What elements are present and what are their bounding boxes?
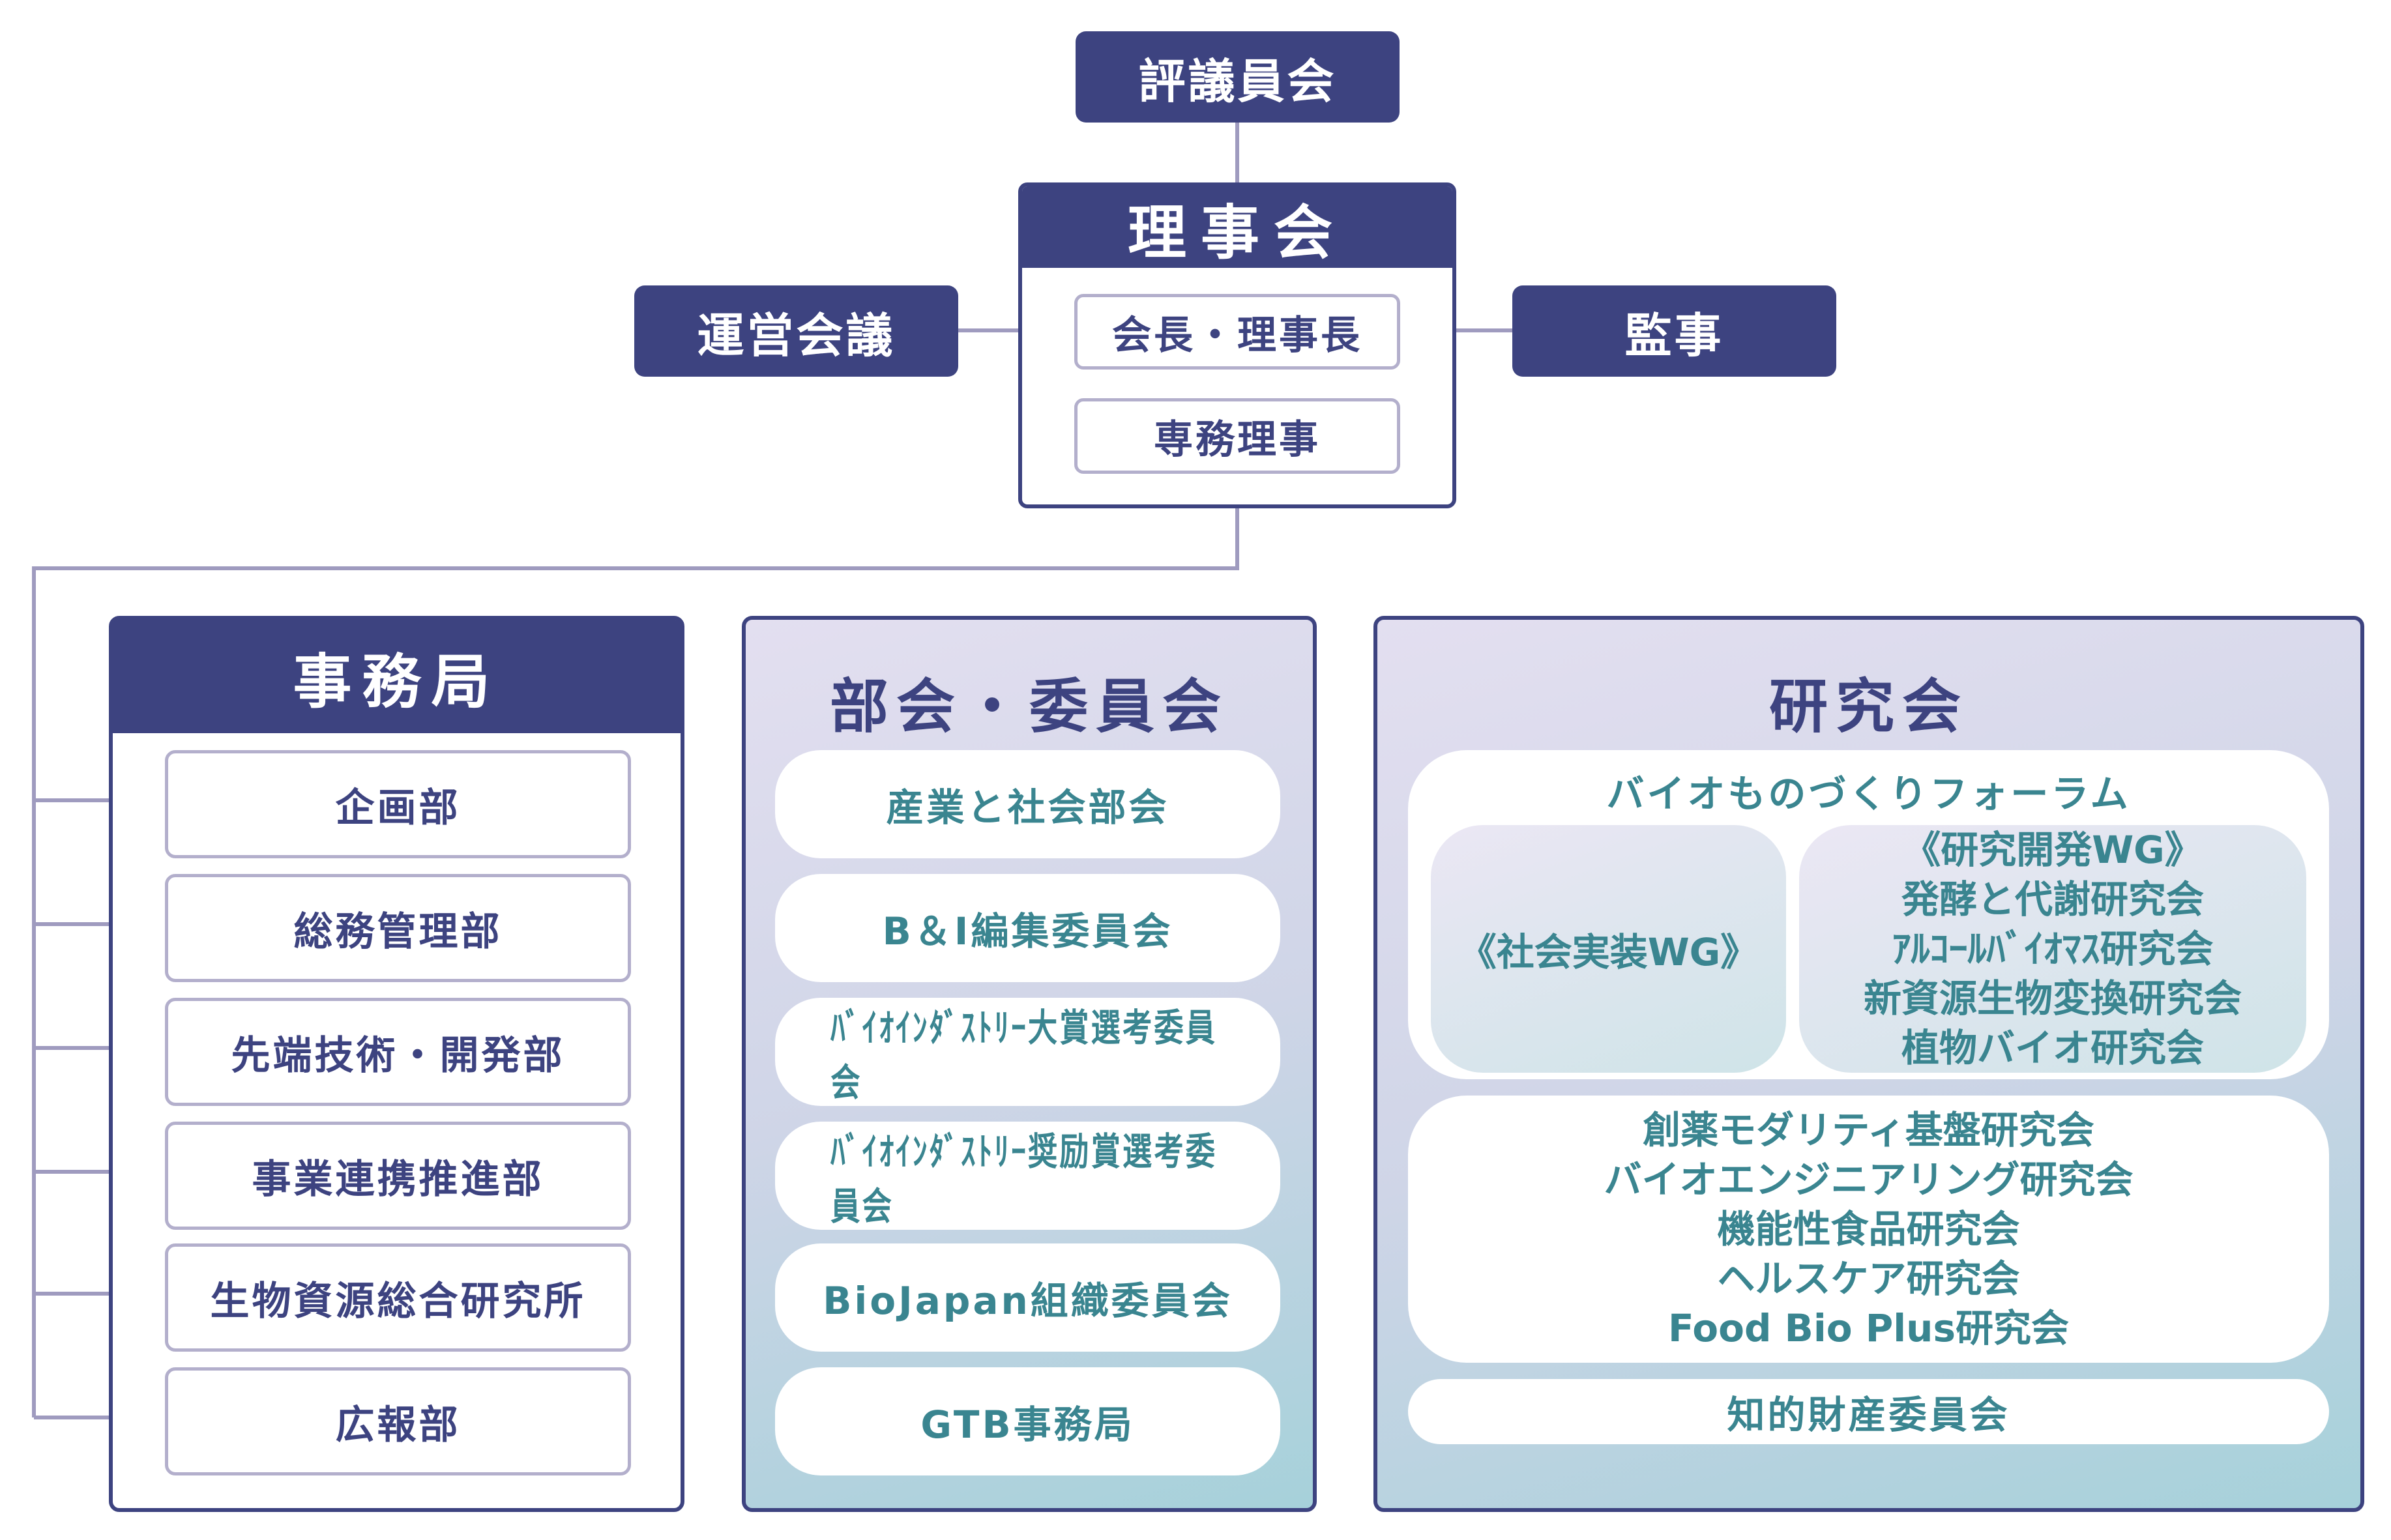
committee-gtb-secretariat: GTB事務局 <box>775 1367 1280 1475</box>
rd-group-item: ｱﾙｺｰﾙﾊﾞｲｵﾏｽ研究会 <box>1892 927 2214 971</box>
research-group-item: ヘルスケア研究会 <box>1717 1257 2020 1301</box>
forum-title: バイオものづくりフォーラム <box>1606 772 2131 816</box>
rd-group-item: 新資源生物変換研究会 <box>1863 976 2242 1021</box>
dept-public-relations: 広報部 <box>165 1367 631 1475</box>
dept-business-collaboration: 事業連携推進部 <box>165 1122 631 1230</box>
committee-bioindustry-grand-prize: ﾊﾞｲｵｲﾝﾀﾞｽﾄﾘｰ大賞選考委員会 <box>775 998 1280 1106</box>
research-groups-column: 研究会 バイオものづくりフォーラム 《社会実装WG》 《研究開発WG》 発酵と代… <box>1373 616 2364 1512</box>
board-member-chairman: 会長・理事長 <box>1074 294 1400 370</box>
dept-advanced-technology: 先端技術・開発部 <box>165 998 631 1106</box>
committee-bi-editorial: B＆I編集委員会 <box>775 874 1280 982</box>
board-title: 理事会 <box>1022 186 1452 268</box>
social-implementation-wg: 《社会実装WG》 <box>1431 825 1786 1073</box>
research-title: 研究会 <box>1769 673 1969 741</box>
committees-title: 部会・委員会 <box>830 673 1229 741</box>
dept-bioresource-institute: 生物資源総合研究所 <box>165 1243 631 1352</box>
rd-wg-title: 《研究開発WG》 <box>1903 828 2203 872</box>
connector-board-secretariat <box>32 508 1239 1417</box>
secretariat-column: 事務局 企画部 総務管理部 先端技術・開発部 事業連携推進部 生物資源総合研究所… <box>109 616 684 1512</box>
social-wg-label: 《社会実装WG》 <box>1458 930 1759 974</box>
board-of-directors: 理事会 会長・理事長 専務理事 <box>1018 182 1456 508</box>
research-group-item: バイオエンジニアリング研究会 <box>1604 1157 2134 1202</box>
bio-manufacturing-forum: バイオものづくりフォーラム 《社会実装WG》 《研究開発WG》 発酵と代謝研究会… <box>1408 750 2329 1079</box>
board-member-executive-director: 専務理事 <box>1074 398 1400 474</box>
research-group-item: Food Bio Plus研究会 <box>1667 1306 2069 1350</box>
committee-industry-society: 産業と社会部会 <box>775 750 1280 858</box>
committees-column: 部会・委員会 産業と社会部会 B＆I編集委員会 ﾊﾞｲｵｲﾝﾀﾞｽﾄﾘｰ大賞選考… <box>742 616 1317 1512</box>
auditor-box: 監事 <box>1512 285 1836 377</box>
committee-biojapan-organizing: BioJapan組織委員会 <box>775 1243 1280 1352</box>
rd-group-item: 発酵と代謝研究会 <box>1901 877 2204 922</box>
rd-group-item: 植物バイオ研究会 <box>1901 1026 2204 1070</box>
dept-planning: 企画部 <box>165 750 631 858</box>
secretariat-title: 事務局 <box>113 620 681 733</box>
dept-general-affairs: 総務管理部 <box>165 874 631 982</box>
other-research-groups: 創薬モダリティ基盤研究会 バイオエンジニアリング研究会 機能性食品研究会 ヘルス… <box>1408 1096 2329 1363</box>
ip-committee: 知的財産委員会 <box>1408 1379 2329 1444</box>
research-group-item: 機能性食品研究会 <box>1717 1207 2020 1251</box>
committee-bioindustry-encouragement: ﾊﾞｲｵｲﾝﾀﾞｽﾄﾘｰ奨励賞選考委員会 <box>775 1122 1280 1230</box>
councillors-box: 評議員会 <box>1076 31 1400 123</box>
rd-wg: 《研究開発WG》 発酵と代謝研究会 ｱﾙｺｰﾙﾊﾞｲｵﾏｽ研究会 新資源生物変換… <box>1799 825 2306 1073</box>
research-group-item: 創薬モダリティ基盤研究会 <box>1643 1108 2094 1152</box>
operations-meeting-box: 運営会議 <box>634 285 958 377</box>
